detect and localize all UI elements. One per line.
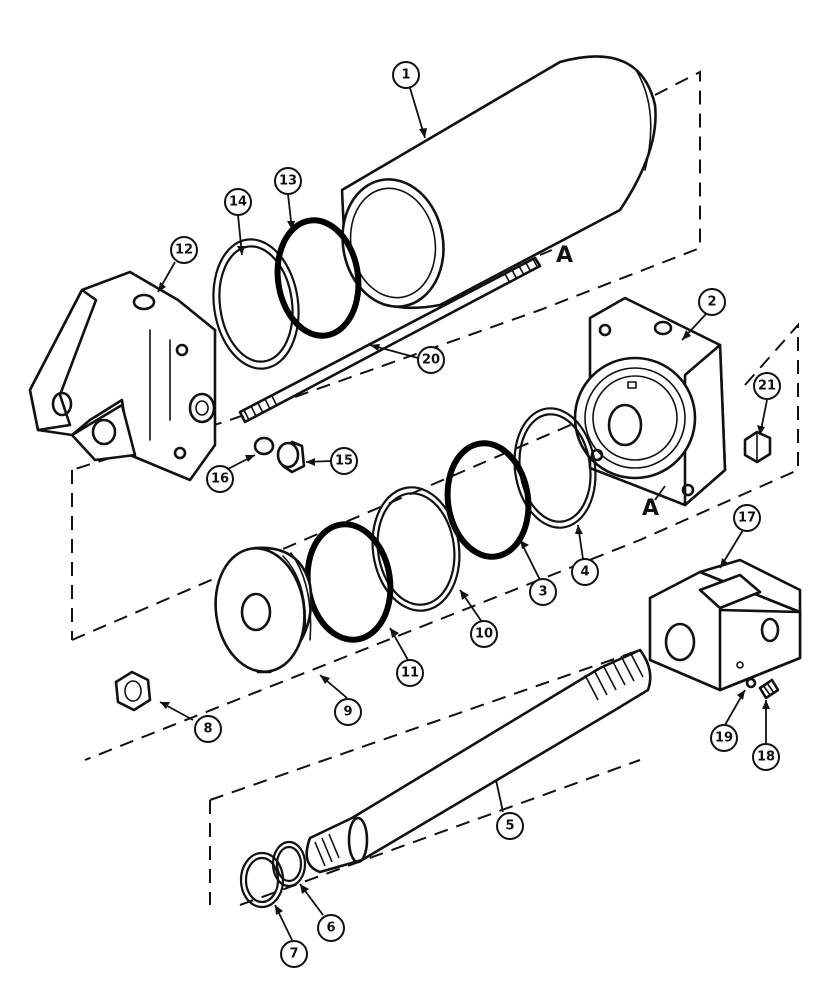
clevis-part-17 xyxy=(648,558,802,692)
svg-text:8: 8 xyxy=(203,722,212,737)
reference-mark-top-label: A xyxy=(556,243,573,268)
svg-text:1: 1 xyxy=(401,68,410,83)
svg-text:19: 19 xyxy=(715,731,733,746)
backup-ring-part-14 xyxy=(212,238,300,370)
svg-text:12: 12 xyxy=(175,243,193,258)
backup-ring-part-10 xyxy=(371,486,461,612)
piston-rod-part-5 xyxy=(305,648,652,874)
assembly-guide-lines xyxy=(71,70,799,906)
callout-4: 4 xyxy=(571,558,599,586)
callout-3: 3 xyxy=(529,578,557,606)
callout-15: 15 xyxy=(330,447,358,475)
callout-1: 1 xyxy=(392,61,420,89)
svg-text:4: 4 xyxy=(580,565,589,580)
callout-9: 9 xyxy=(334,698,362,726)
svg-text:9: 9 xyxy=(343,705,352,720)
nut-part-21 xyxy=(743,430,772,464)
o-ring-part-11 xyxy=(304,521,394,643)
callout-14: 14 xyxy=(224,188,252,216)
svg-text:3: 3 xyxy=(538,585,547,600)
rod-end-cap-part-2 xyxy=(573,296,727,507)
callout-10: 10 xyxy=(470,620,498,648)
callout-6: 6 xyxy=(317,914,345,942)
callout-2: 2 xyxy=(698,288,726,316)
retaining-ring-part-7 xyxy=(239,851,285,909)
barrel-part-1 xyxy=(340,55,657,310)
o-ring-part-16 xyxy=(253,436,275,456)
callout-21: 21 xyxy=(753,372,781,400)
callout-7: 7 xyxy=(280,940,308,968)
callout-18: 18 xyxy=(752,743,780,771)
callout-17: 17 xyxy=(733,504,761,532)
callout-5: 5 xyxy=(496,812,524,840)
svg-text:15: 15 xyxy=(335,454,353,469)
svg-text:21: 21 xyxy=(758,379,776,394)
svg-text:11: 11 xyxy=(401,666,419,681)
reference-mark-bottom: A xyxy=(642,485,666,521)
callout-11: 11 xyxy=(396,659,424,687)
lock-nut-part-8 xyxy=(114,670,152,712)
callout-13: 13 xyxy=(274,167,302,195)
callout-bubbles: 1 2 3 4 5 6 7 8 9 10 11 12 13 14 15 16 1… xyxy=(170,61,781,968)
reference-mark-top: A xyxy=(539,243,573,268)
tie-rod-part-20 xyxy=(238,256,542,424)
svg-text:2: 2 xyxy=(707,295,716,310)
ball-part-19 xyxy=(745,677,757,689)
o-ring-part-13 xyxy=(274,217,362,339)
callout-19: 19 xyxy=(710,724,738,752)
set-screw-part-18 xyxy=(758,678,780,700)
reference-mark-bottom-label: A xyxy=(642,496,659,521)
svg-text:20: 20 xyxy=(422,353,440,368)
o-ring-part-3 xyxy=(444,440,532,560)
callout-8: 8 xyxy=(194,715,222,743)
callout-16: 16 xyxy=(206,465,234,493)
svg-text:18: 18 xyxy=(757,750,775,765)
callout-20: 20 xyxy=(417,346,445,374)
piston-part-9 xyxy=(214,546,313,674)
svg-text:14: 14 xyxy=(229,195,247,210)
svg-text:6: 6 xyxy=(326,921,335,936)
plug-part-15 xyxy=(276,440,306,474)
svg-text:17: 17 xyxy=(738,511,756,526)
svg-text:7: 7 xyxy=(289,947,298,962)
callout-12: 12 xyxy=(170,236,198,264)
svg-text:10: 10 xyxy=(475,627,493,642)
svg-text:5: 5 xyxy=(505,819,514,834)
svg-text:16: 16 xyxy=(211,472,229,487)
svg-text:13: 13 xyxy=(279,174,297,189)
base-end-cap-part-12 xyxy=(28,270,217,482)
callout-leader-lines xyxy=(157,87,770,941)
